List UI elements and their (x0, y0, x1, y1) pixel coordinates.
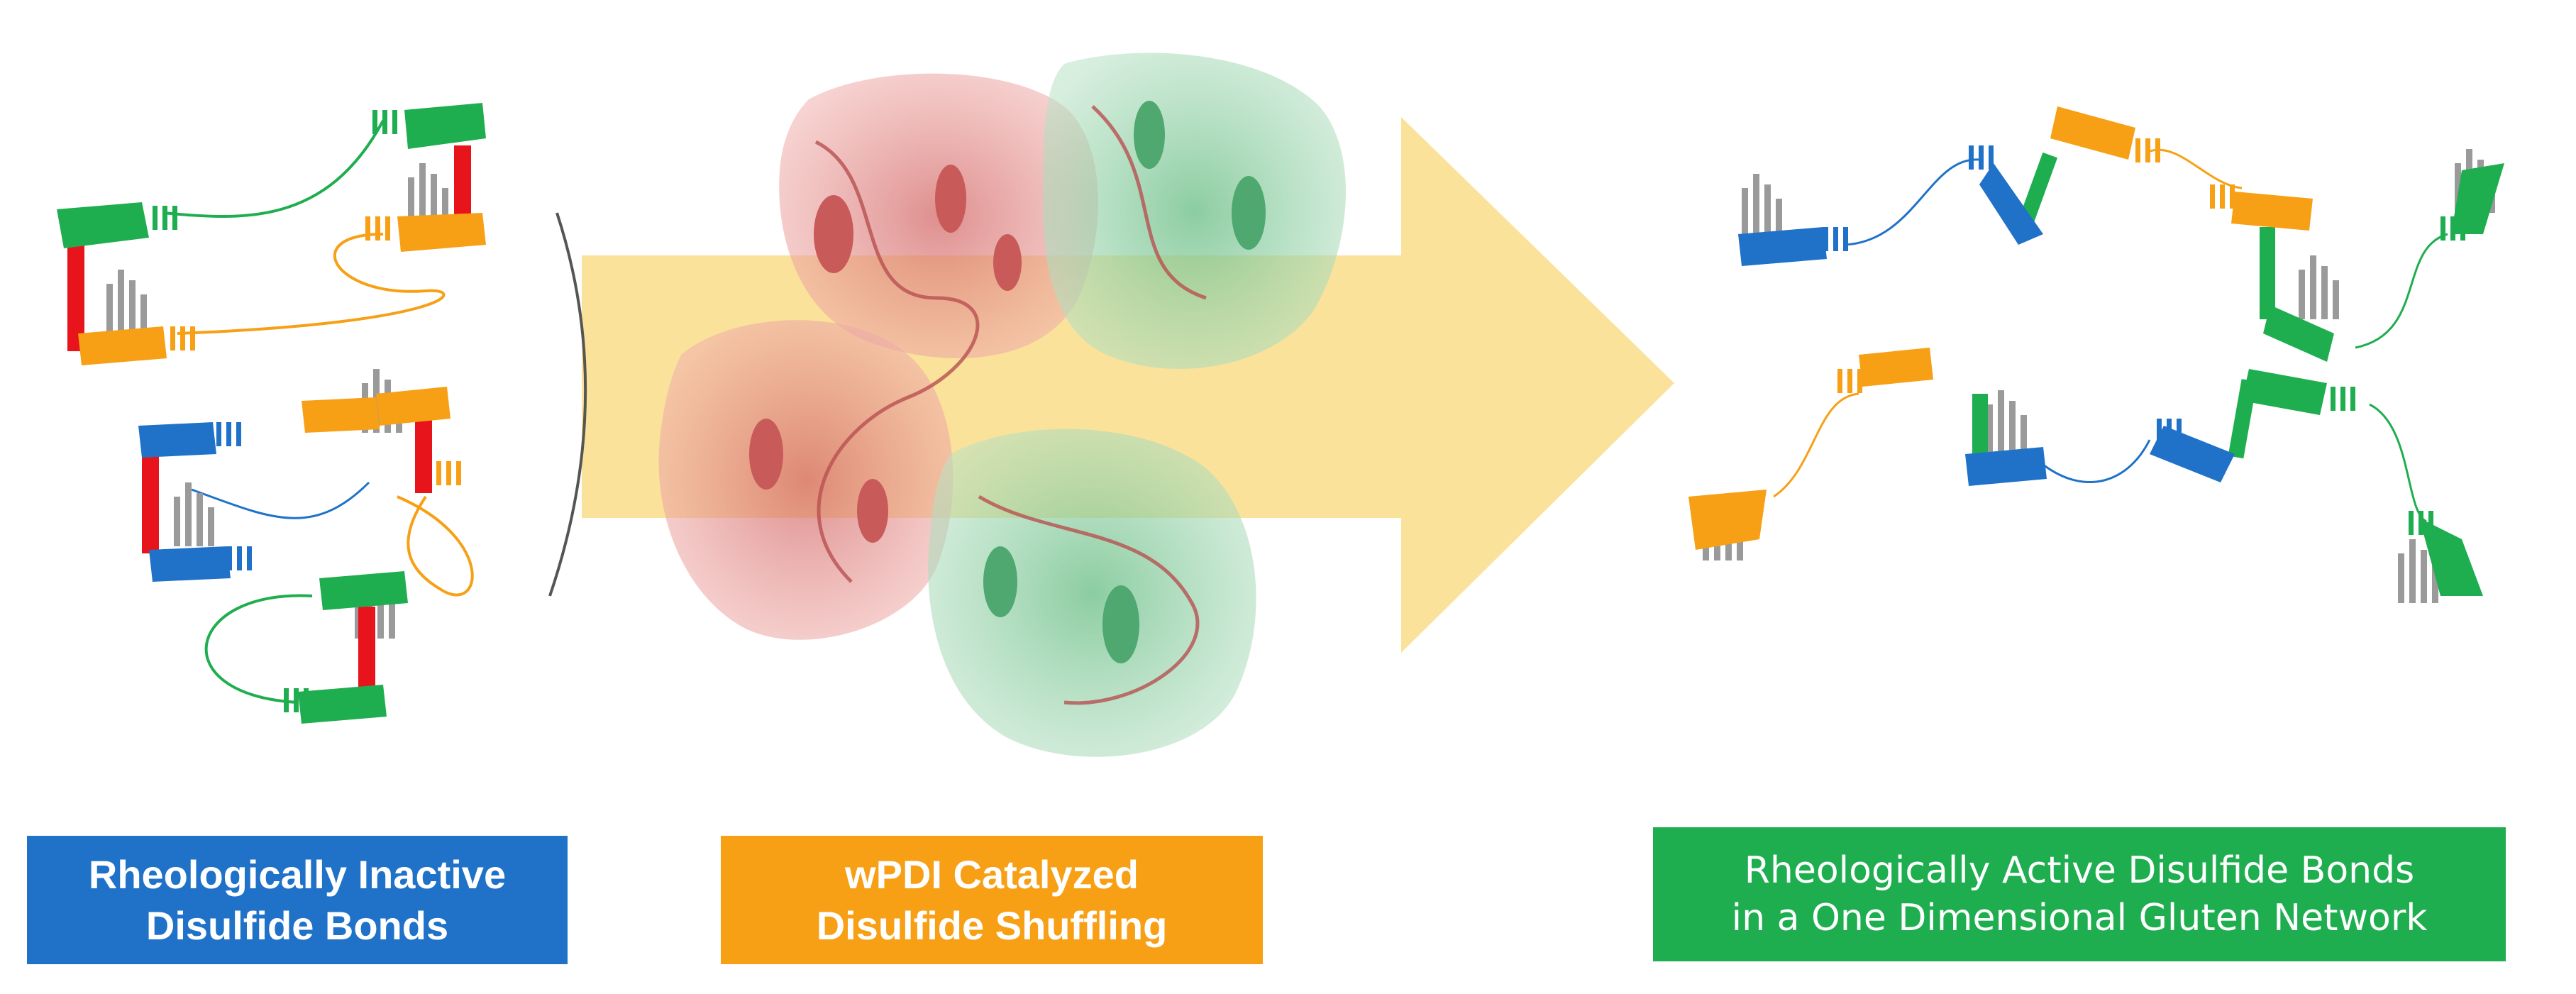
helix-red (814, 195, 853, 273)
catalyzed-label-line2: Disulfide Shuffling (816, 902, 1168, 948)
orange-ribbon (1688, 490, 1767, 550)
green-ribbon (298, 685, 387, 724)
green-ribbon (319, 571, 408, 610)
enzyme-coil (814, 105, 1207, 705)
blue-ribbon (1738, 227, 1827, 266)
disulfide-bond-red (415, 415, 432, 493)
blue-ribbon (1965, 447, 2047, 486)
green-loop (2355, 233, 2448, 349)
orange-ribbon (78, 326, 167, 365)
green-loop (2369, 403, 2427, 523)
inactive-cluster (57, 103, 486, 724)
green-loop-top (162, 120, 385, 218)
blue-ribbon (138, 422, 216, 458)
helix-red (857, 479, 888, 543)
orange-ribbon (1859, 348, 1933, 387)
helix-green (1134, 101, 1165, 169)
inactive-label-line1: Rheologically Inactive (88, 851, 507, 897)
wpdi-catalyzed-label: wPDI Catalyzed Disulfide Shuffling (721, 836, 1263, 964)
orange-ribbon (397, 213, 486, 252)
disulfide-bond-green (2260, 227, 2275, 319)
orange-loop-bottom (397, 495, 474, 597)
active-label-line1: Rheologically Active Disulfide Bonds (1744, 849, 2415, 892)
green-ribbon (2419, 518, 2483, 596)
wpdi-enzyme (658, 53, 1347, 757)
enzyme-red-domain-bottom (658, 320, 953, 640)
orange-ribbon (2050, 106, 2135, 160)
orange-loop-top (177, 233, 446, 335)
green-loop-bottom (204, 594, 313, 704)
helix-red (935, 165, 966, 233)
blue-ribbon (149, 546, 231, 582)
helix-green (1232, 176, 1266, 250)
active-label-line2: in a One Dimensional Gluten Network (1731, 896, 2428, 939)
orange-loop (2145, 148, 2243, 189)
blue-loop (1844, 158, 1980, 246)
blue-ribbon (2150, 426, 2235, 482)
green-ribbon (404, 103, 486, 149)
orange-ribbon (302, 397, 380, 433)
active-bonds-label: Rheologically Active Disulfide Bonds in … (1653, 827, 2506, 961)
enzyme-green-domain-top (1043, 53, 1347, 369)
helix-red (749, 419, 783, 490)
blue-loop (2042, 439, 2151, 483)
blue-ribbon (1979, 163, 2043, 245)
process-arrow (582, 117, 1674, 653)
orange-ribbon (376, 387, 450, 426)
helix-green (983, 546, 1017, 617)
helix-red (993, 234, 1022, 291)
helix-green (1102, 585, 1139, 663)
disulfide-bond-green (1972, 394, 1988, 465)
inactive-bonds-label: Rheologically Inactive Disulfide Bonds (27, 836, 568, 964)
green-ribbon (2263, 305, 2334, 362)
active-network (1688, 106, 2504, 603)
bracket-curve (548, 212, 587, 597)
green-ribbon (2242, 369, 2327, 415)
blue-loop (191, 481, 370, 519)
inactive-label-line2: Disulfide Bonds (145, 902, 449, 948)
disulfide-bond-green (2017, 152, 2058, 228)
orange-ribbon (2231, 192, 2313, 231)
catalyzed-label-line1: wPDI Catalyzed (845, 851, 1139, 897)
green-ribbon (57, 202, 149, 248)
orange-loop (1773, 392, 1859, 498)
enzyme-green-domain-bottom (928, 429, 1256, 757)
